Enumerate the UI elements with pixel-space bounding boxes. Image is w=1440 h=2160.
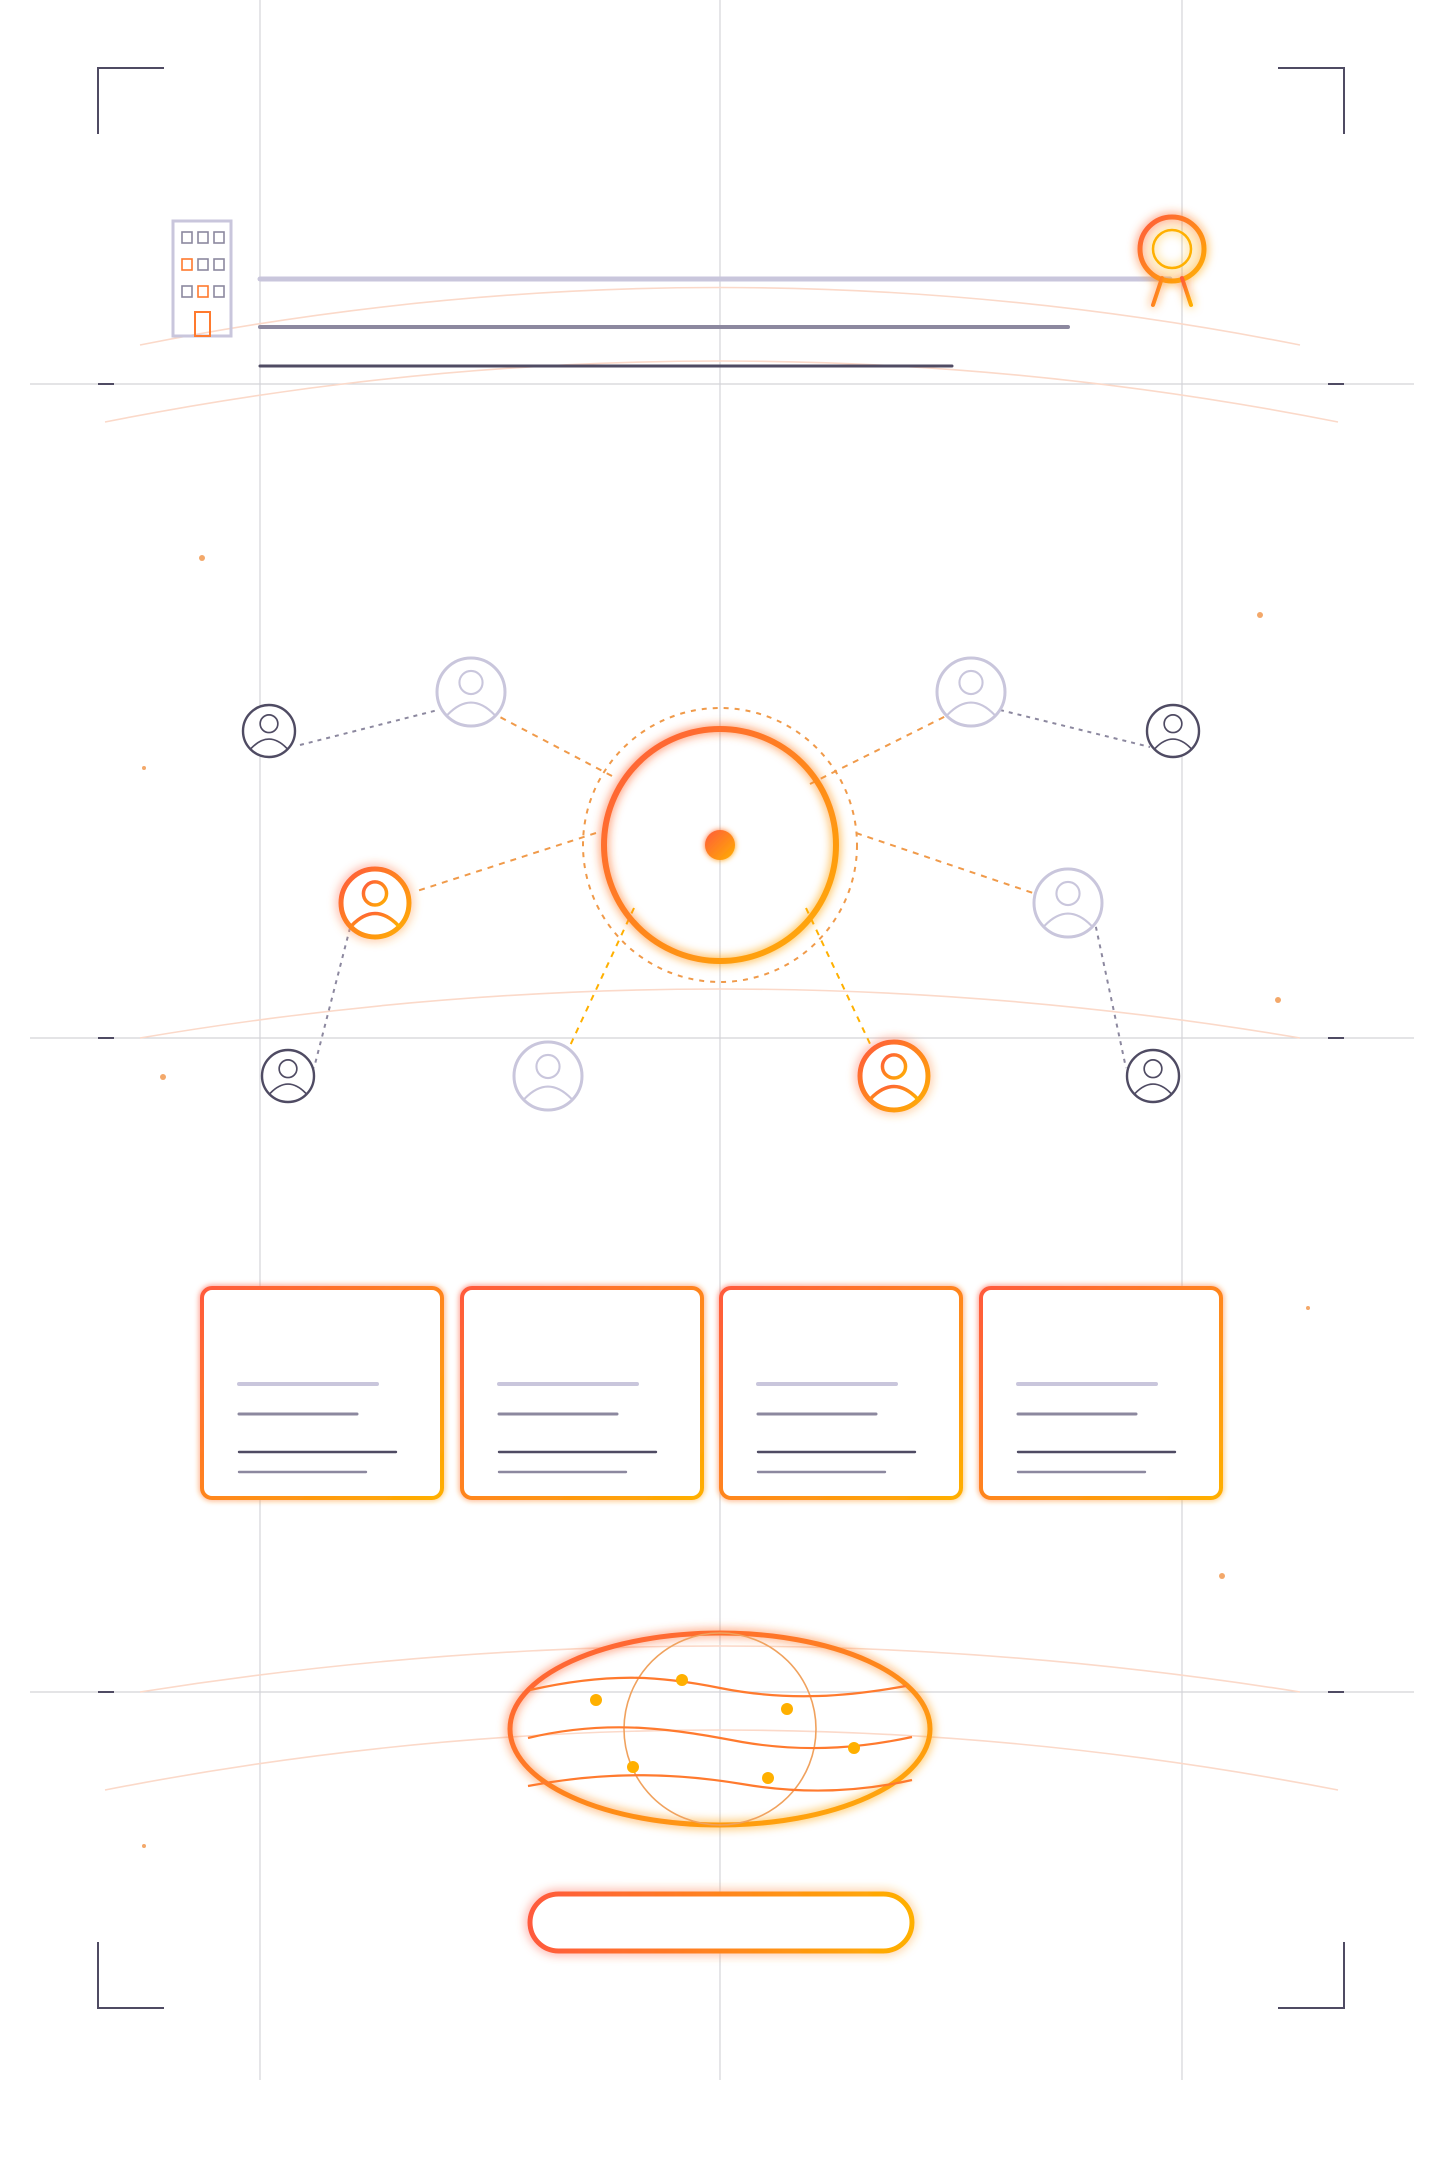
connector-n6-n10 [1093,917,1127,1069]
connector-hub-n6 [855,832,1037,895]
grid-ticks [98,383,1344,1693]
sparkle-dots [142,555,1310,1848]
user-icon [946,669,996,716]
user-node-n6 [1032,867,1104,939]
network-connectors [299,709,1151,1069]
info-card-3 [719,1286,963,1500]
user-node-n8 [512,1040,584,1112]
user-icon [446,669,496,716]
user-node-n3 [935,656,1007,728]
user-node-n4 [1145,703,1201,759]
globe-icon [507,1630,933,1828]
user-node-n10 [1125,1048,1181,1104]
info-card-4 [979,1286,1223,1500]
info-card-1 [200,1286,444,1500]
user-icon [523,1053,573,1100]
grid-lines [30,0,1414,2080]
connector-hub-n5 [413,832,597,893]
network-nodes [241,656,1201,1113]
building-icon [171,219,233,338]
connector-hub-n8 [567,907,635,1051]
user-icon [1154,714,1192,749]
connector-n3-n4 [999,709,1151,748]
award-badge-icon [1137,214,1207,307]
connector-n5-n7 [313,927,351,1069]
user-icon [869,1053,919,1101]
crop-marks [97,67,1345,2009]
user-icon [1043,880,1093,927]
header-lines [257,276,1173,368]
connector-hub-n9 [805,907,873,1049]
info-cards [200,1286,1223,1500]
background-arcs [104,286,1339,1791]
user-node-n5 [338,866,412,940]
user-icon [269,1059,307,1094]
user-node-n7 [260,1048,316,1104]
connector-hub-n3 [809,715,947,785]
info-card-2 [460,1286,704,1500]
user-icon [1134,1059,1172,1094]
user-node-n1 [241,703,297,759]
user-node-n2 [435,656,507,728]
user-icon [350,880,400,928]
cta-button[interactable] [527,1891,915,1954]
user-icon [250,714,288,749]
hub-target-icon [582,707,858,983]
connector-n1-n2 [299,709,439,746]
connector-hub-n2 [497,715,613,777]
user-node-n9 [857,1039,931,1113]
